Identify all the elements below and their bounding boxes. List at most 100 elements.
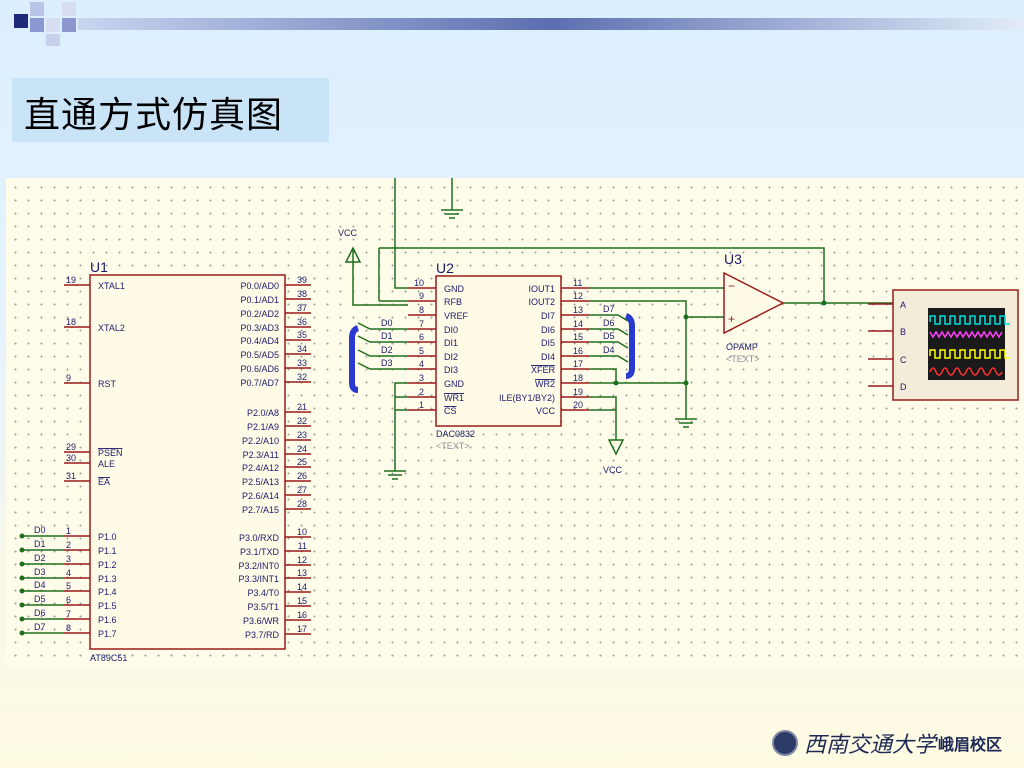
u1-pin-num: 19 (66, 275, 76, 285)
u1-pin-num: 5 (66, 581, 71, 591)
header-squares (14, 2, 1024, 46)
u1-pin-num: 12 (297, 555, 307, 565)
u1-pin-num: 16 (297, 610, 307, 620)
u1-pin-num: 9 (66, 373, 71, 383)
u1-net-label: D3 (34, 567, 46, 577)
bus-left-tap (357, 362, 408, 370)
junction (821, 300, 827, 306)
u2-net-label: D1 (381, 331, 393, 341)
u1-pin-num: 39 (297, 275, 307, 285)
u1-net-label: D6 (34, 608, 46, 618)
u2-pin-name: DI2 (444, 352, 458, 362)
u2-net-label: D5 (603, 331, 615, 341)
u1-pin-num: 35 (297, 330, 307, 340)
u1-pin-name: P1.3 (98, 574, 117, 584)
u1-pin-num: 22 (297, 416, 307, 426)
bus-left-tap (357, 322, 408, 330)
u2-net-label: D6 (603, 318, 615, 328)
net-dot (19, 533, 25, 539)
slide-header-decoration (0, 0, 1024, 48)
u1-pin-name: P0.3/AD3 (240, 323, 279, 333)
u1-pin-name: P1.6 (98, 615, 117, 625)
u1-pin-num: 7 (66, 609, 71, 619)
u1-pin-name: P3.0/RXD (239, 533, 280, 543)
u2-pin-name: DI4 (541, 352, 555, 362)
u2-net-label: D7 (603, 304, 615, 314)
u2-pin-num: 19 (573, 387, 583, 397)
u2-pin-name: GND (444, 379, 465, 389)
bus-left-tap (357, 335, 408, 343)
schematic-parts (64, 271, 1019, 650)
u2-pin-num: 17 (573, 359, 583, 369)
u1-net-label: D7 (34, 622, 46, 632)
u2-pin-num: 4 (419, 359, 424, 369)
u2-net-label: D4 (603, 345, 615, 355)
u2-pin-num: 3 (419, 373, 424, 383)
vcc-top-label: VCC (338, 228, 358, 238)
u2-pin-num: 7 (419, 319, 424, 329)
xfer-wr2-wire (589, 368, 617, 384)
u1-net-label: D2 (34, 553, 46, 563)
scope-trace (929, 367, 1003, 376)
u1-pin-num: 17 (297, 624, 307, 634)
net-dot (19, 575, 25, 581)
u1-pin-name: P2.6/A14 (242, 491, 279, 501)
scope-channel-label: B (900, 327, 906, 337)
u1-pin-name: P1.2 (98, 560, 117, 570)
u1-pin-num: 15 (297, 596, 307, 606)
u1-pin-name: ALE (98, 459, 115, 469)
u2-pin-name: VREF (444, 311, 469, 321)
university-name: 西南交通大学 (803, 733, 936, 758)
u1-pin-num: 13 (297, 568, 307, 578)
u3-part: OPAMP (726, 342, 758, 352)
bus-left (349, 325, 360, 393)
u1-pin-num: 3 (66, 554, 71, 564)
net-dot (19, 547, 25, 553)
schematic-svg: U1AT89C5119XTAL118XTAL29RST29PSEN30ALE31… (19, 178, 1019, 663)
u1-pin-num: 26 (297, 471, 307, 481)
u1-pin-name: P1.1 (98, 546, 117, 556)
u1-pin-num: 29 (66, 442, 76, 452)
u1-pin-num: 10 (297, 527, 307, 537)
u1-pin-name: P1.7 (98, 629, 117, 639)
u2-body (435, 275, 562, 427)
vcc-bottom-arrow (607, 439, 625, 456)
u1-pin-num: 27 (297, 485, 307, 495)
junction (613, 380, 619, 386)
u1-pin-name: P3.4/T0 (247, 588, 279, 598)
u2-text: <TEXT> (436, 441, 470, 451)
u1-pin-name: P1.4 (98, 587, 117, 597)
bus-right (624, 313, 635, 379)
u1-pin-name: XTAL1 (98, 281, 125, 291)
u2-pin-name: DI7 (541, 311, 555, 321)
u2-pin-num: 14 (573, 319, 583, 329)
u2-pin-name: IOUT2 (528, 297, 555, 307)
u1-pin-name: P0.5/AD5 (240, 350, 279, 360)
u1-pin-num: 11 (298, 541, 307, 551)
scope-trace (929, 315, 1010, 325)
gnd3-wire (394, 382, 408, 463)
bus-right-tap (589, 355, 629, 363)
u1-net-label: D4 (34, 580, 46, 590)
feedback-wire (379, 247, 825, 302)
u1-pin-name: XTAL2 (98, 323, 125, 333)
u2-pin-num: 5 (419, 346, 424, 356)
u1-pin-num: 2 (66, 540, 71, 550)
u1-pin-name: P0.0/AD0 (240, 281, 279, 291)
u2-pin-num: 1 (419, 400, 424, 410)
u1-pin-name: P3.1/TXD (240, 547, 280, 557)
u3-text: <TEXT> (726, 354, 760, 364)
junction (683, 380, 689, 386)
u1-pin-num: 4 (66, 568, 71, 578)
u1-pin-num: 32 (297, 372, 307, 382)
gnd10-wire (394, 178, 408, 289)
u1-pin-name: RST (98, 379, 117, 389)
u1-pin-name: P2.5/A13 (242, 477, 279, 487)
u2-pin-num: 11 (573, 278, 582, 288)
u1-pin-num: 6 (66, 595, 71, 605)
u1-pin-name: EA (98, 477, 110, 487)
u1-pin-name: P1.5 (98, 601, 117, 611)
u2-ref: U2 (436, 260, 454, 276)
u2-pin-name: DI6 (541, 325, 555, 335)
u1-net-label: D1 (34, 539, 46, 549)
